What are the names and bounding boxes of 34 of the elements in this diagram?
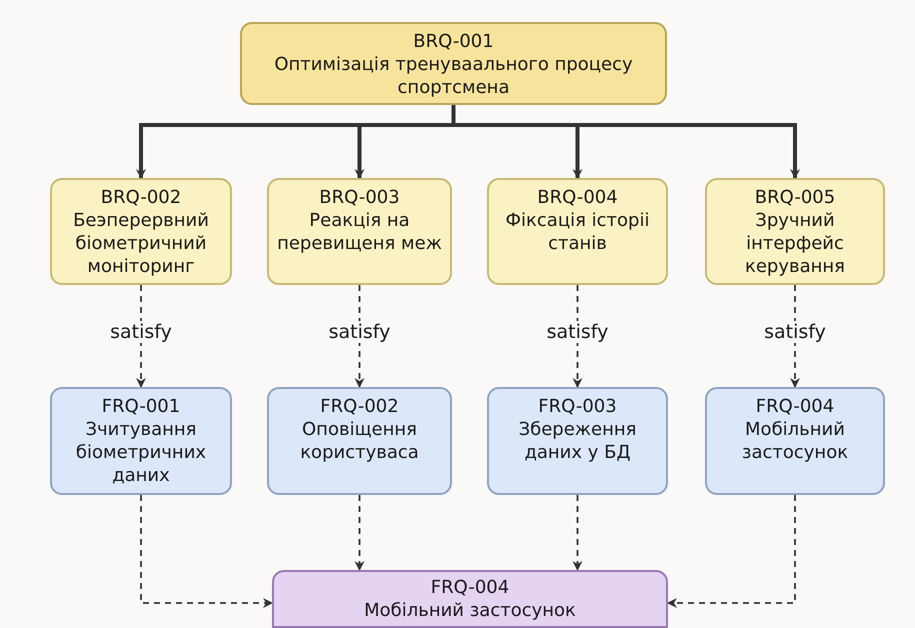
requirement-id: FRQ-003 xyxy=(538,395,617,418)
dashed-arrow xyxy=(354,495,364,571)
requirement-text: Оптимізація тренуваального процесу спортсмена xyxy=(273,53,634,99)
requirement-id: FRQ-004 xyxy=(756,395,834,418)
requirement-box xyxy=(705,178,885,285)
requirement-box xyxy=(50,387,232,495)
dashed-arrow xyxy=(572,495,582,571)
requirement-box xyxy=(240,22,667,105)
dashed-arrow xyxy=(140,495,273,608)
requirement-text: Збереження даних у БД xyxy=(518,418,638,464)
requirement-box xyxy=(267,387,452,495)
requirement-id: FRQ-004 xyxy=(430,576,510,599)
requirement-box xyxy=(50,178,232,285)
requirement-box xyxy=(487,387,668,495)
requirement-text: Зручний інтерфейс керування xyxy=(744,209,846,278)
requirement-box xyxy=(272,570,668,628)
requirement-text: Реакція на перевищеня меж xyxy=(276,209,443,255)
requirement-text: Мобільний застосунок xyxy=(364,599,576,622)
requirement-box xyxy=(705,387,885,495)
requirement-id: BRQ-005 xyxy=(754,186,836,209)
requirement-id: FRQ-002 xyxy=(320,395,399,418)
requirement-box xyxy=(487,178,668,285)
requirement-id: BRQ-002 xyxy=(100,186,182,209)
requirement-text: Беэперервний біометричний моніторинг xyxy=(72,209,210,278)
requirement-text: Мобільний застосунок xyxy=(740,418,850,464)
requirement-text: Зчитування біометричних даних xyxy=(74,418,208,487)
requirement-text: Оповіщення користуваса xyxy=(299,418,420,464)
requirement-id: BRQ-003 xyxy=(319,186,400,209)
requirement-box xyxy=(267,178,452,285)
requirement-id: FRQ-001 xyxy=(102,395,180,418)
requirement-id: BRQ-001 xyxy=(413,30,494,53)
requirement-id: BRQ-004 xyxy=(537,186,618,209)
requirement-text: Фіксація історіі станів xyxy=(504,209,650,255)
dashed-arrow xyxy=(667,495,796,608)
